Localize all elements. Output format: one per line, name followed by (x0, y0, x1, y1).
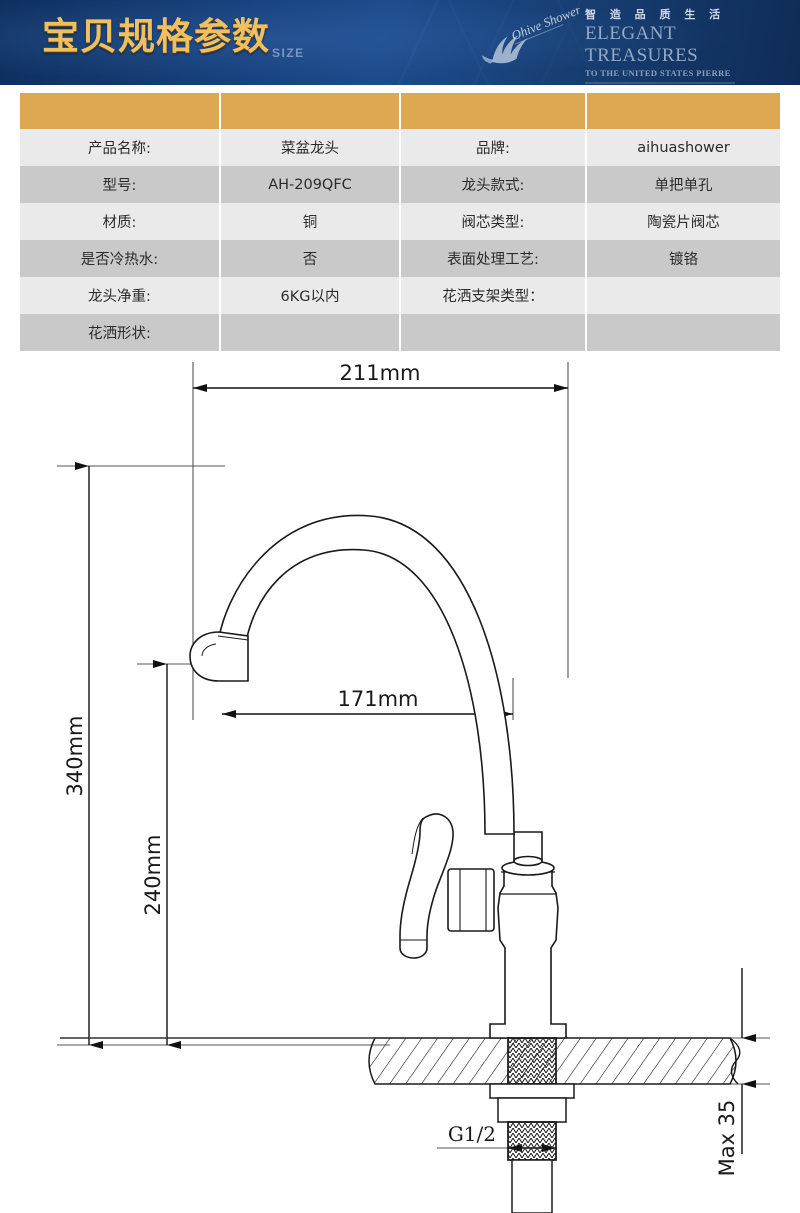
banner-diagonal-pattern (0, 0, 800, 85)
dimension-label-211mm: 211mm (340, 361, 421, 385)
spec-value: AH-209QFC (220, 166, 401, 203)
spec-label: 品牌: (400, 129, 587, 166)
header-cell (400, 93, 587, 129)
brand-filler-lines (585, 82, 790, 85)
table-row: 产品名称: 菜盆龙头 品牌: aihuashower (20, 129, 780, 166)
spec-label: 花洒形状: (20, 314, 221, 351)
break-symbol-icon (729, 1037, 741, 1085)
spec-label: 表面处理工艺: (400, 240, 587, 277)
spec-value: 菜盆龙头 (220, 129, 401, 166)
faucet-body-outline (489, 831, 567, 1039)
spec-value: 铜 (220, 203, 401, 240)
spec-value (586, 277, 780, 314)
spec-value: 单把单孔 (586, 166, 780, 203)
spec-label: 型号: (20, 166, 221, 203)
spec-value: 镀铬 (586, 240, 780, 277)
bird-logo-icon: Ohive Shower (470, 8, 580, 70)
spec-label: 龙头净重: (20, 277, 221, 314)
brand-subtitle-en: TO THE UNITED STATES PIERRE (585, 68, 731, 78)
spec-label: 材质: (20, 203, 221, 240)
table-row: 花洒形状: (20, 314, 780, 351)
faucet-handle-lever (399, 813, 454, 959)
table-row: 是否冷热水: 否 表面处理工艺: 镀铬 (20, 240, 780, 277)
spec-label (400, 314, 587, 351)
dimension-label-max35: Max 35 (715, 1100, 739, 1177)
brand-text-block: 智 造 品 质 生 活 ELEGANT TREASURES TO THE UNI… (585, 6, 790, 85)
table-row: 材质: 铜 阀芯类型: 陶瓷片阀芯 (20, 203, 780, 240)
brand-tagline-cn: 智 造 品 质 生 活 (585, 8, 726, 21)
dimension-label-240mm: 240mm (141, 835, 165, 916)
faucet-handle-hub (447, 868, 495, 932)
spec-label: 是否冷热水: (20, 240, 221, 277)
spec-label: 阀芯类型: (400, 203, 587, 240)
spec-value (586, 314, 780, 351)
dimension-label-g12: G1/2 (448, 1122, 496, 1146)
page-title: 宝贝规格参数 (42, 15, 270, 58)
table-row: 型号: AH-209QFC 龙头款式: 单把单孔 (20, 166, 780, 203)
svg-text:Ohive Shower: Ohive Shower (509, 8, 580, 43)
spec-label: 花洒支架类型： (400, 277, 587, 314)
header-cell (220, 93, 401, 129)
table-header-row (20, 93, 780, 129)
faucet-technical-drawing: 211mm 171mm 340mm 240mm Max 35 G1/2 (0, 348, 800, 1213)
banner-vignette (0, 0, 800, 85)
page-header-banner: 宝贝规格参数 SIZE Ohive Shower 智 造 品 质 生 活 ELE… (0, 0, 800, 85)
spec-label: 产品名称: (20, 129, 221, 166)
spec-value: aihuashower (586, 129, 780, 166)
spec-value: 否 (220, 240, 401, 277)
dimension-label-340mm: 340mm (63, 716, 87, 797)
faucet-spout-tip (189, 631, 249, 682)
spec-label: 龙头款式: (400, 166, 587, 203)
table-row: 龙头净重: 6KG以内 花洒支架类型： (20, 277, 780, 314)
faucet-spout-gooseneck (217, 514, 515, 835)
dimension-label-171mm: 171mm (338, 687, 419, 711)
page-subtitle: SIZE (272, 46, 305, 60)
specification-table: 产品名称: 菜盆龙头 品牌: aihuashower 型号: AH-209QFC… (20, 93, 780, 351)
faucet-shank-assembly (489, 1037, 575, 1213)
header-cell (586, 93, 780, 129)
brand-name-en: ELEGANT TREASURES (585, 23, 699, 66)
spec-value (220, 314, 401, 351)
spec-value: 陶瓷片阀芯 (586, 203, 780, 240)
header-cell (20, 93, 221, 129)
spec-value: 6KG以内 (220, 277, 401, 314)
